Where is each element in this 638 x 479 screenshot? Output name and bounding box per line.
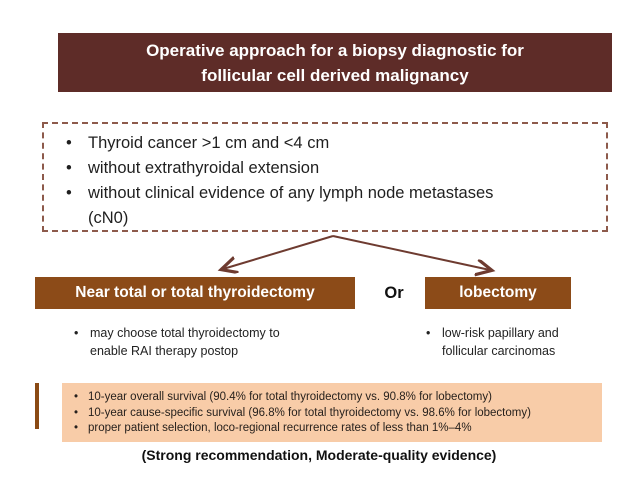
- title-banner: Operative approach for a biopsy diagnost…: [58, 33, 612, 92]
- title-line-1: Operative approach for a biopsy diagnost…: [146, 40, 524, 60]
- left-accent-bar: [35, 383, 39, 429]
- criteria-item: • Thyroid cancer >1 cm and <4 cm: [60, 131, 596, 156]
- bullet-icon: •: [74, 422, 79, 434]
- option-lobectomy: lobectomy: [425, 277, 571, 309]
- criteria-list: • Thyroid cancer >1 cm and <4 cm • witho…: [60, 131, 596, 231]
- evidence-box: • 10-year overall survival (90.4% for to…: [62, 383, 602, 442]
- note-right: • low-risk papillary and follicular carc…: [426, 326, 559, 358]
- bullet-icon: •: [66, 134, 72, 152]
- option-near-total-thyroidectomy: Near total or total thyroidectomy: [35, 277, 355, 309]
- bullet-icon: •: [74, 391, 79, 403]
- criteria-box: • Thyroid cancer >1 cm and <4 cm • witho…: [42, 122, 608, 232]
- criteria-item: • without extrathyroidal extension: [60, 156, 596, 181]
- evidence-item: • 10-year overall survival (90.4% for to…: [72, 390, 594, 406]
- bullet-icon: •: [66, 184, 72, 202]
- evidence-item: • 10-year cause-specific survival (96.8%…: [72, 406, 594, 422]
- recommendation-footer: (Strong recommendation, Moderate-quality…: [141, 447, 497, 463]
- bullet-icon: •: [74, 326, 79, 340]
- or-label: Or: [384, 283, 404, 302]
- bullet-icon: •: [74, 406, 79, 419]
- criteria-item: • without clinical evidence of any lymph…: [60, 181, 596, 231]
- note-left: • may choose total thyroidectomy to enab…: [74, 326, 280, 358]
- title-line-2: follicular cell derived malignancy: [201, 65, 469, 85]
- bullet-icon: •: [66, 159, 72, 177]
- bullet-icon: •: [426, 326, 431, 340]
- evidence-list: • 10-year overall survival (90.4% for to…: [72, 390, 594, 437]
- evidence-item: • proper patient selection, loco-regiona…: [72, 421, 594, 437]
